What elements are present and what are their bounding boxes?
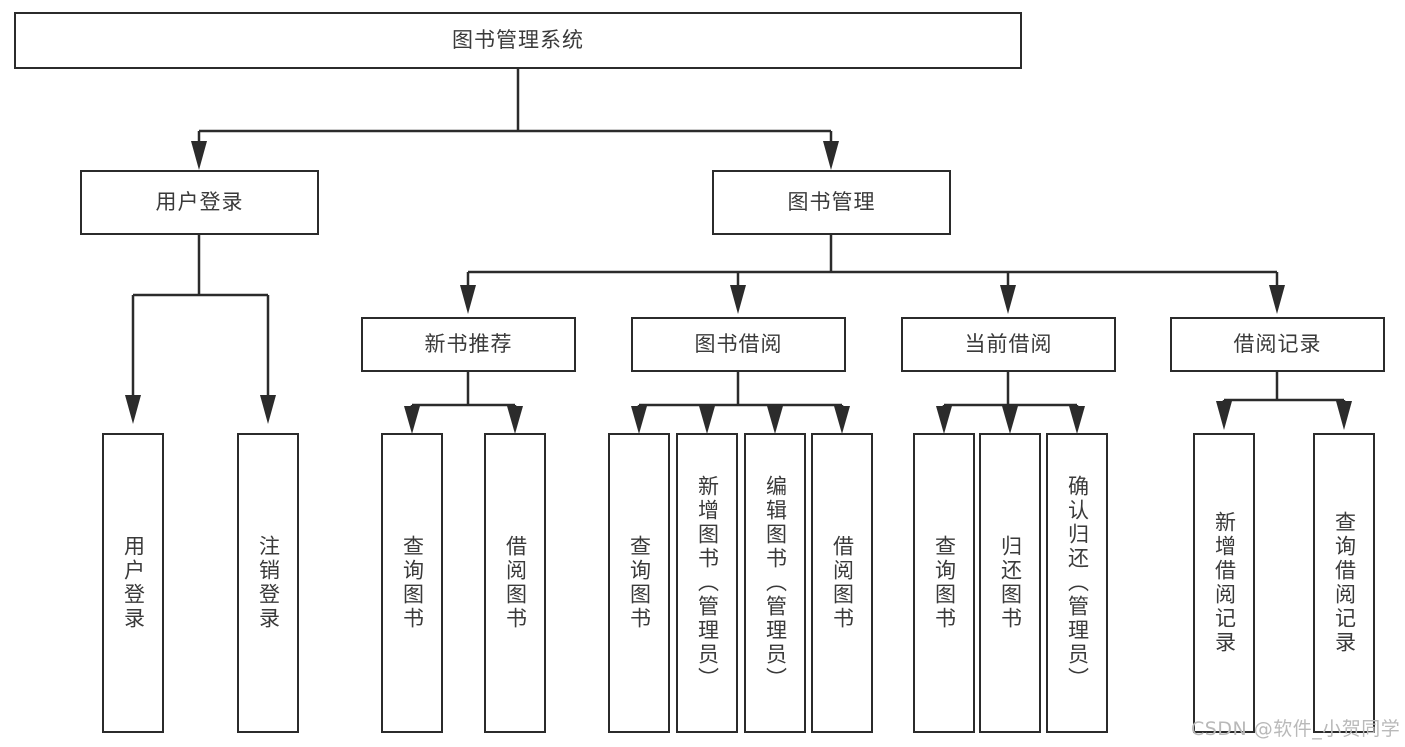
- node-book-management-label: 图书管理: [787, 189, 876, 214]
- node-borrow-record-label: 借阅记录: [1233, 331, 1322, 356]
- leaf-borrow-book-a[interactable]: 借阅图书: [484, 433, 546, 733]
- arrowhead-book-borrow: [730, 285, 746, 314]
- leaf-logout-label: 注销登录: [256, 535, 281, 631]
- arrowhead-book-mgmt: [823, 141, 839, 170]
- leaf-edit-book-label: 编辑图书（管理员）: [763, 475, 788, 691]
- leaf-query-book-b-label: 查询图书: [627, 535, 652, 631]
- csdn-watermark: CSDN @软件_小贺同学: [1191, 718, 1401, 740]
- leaf-add-record-label: 新增借阅记录: [1212, 511, 1237, 655]
- node-root[interactable]: 图书管理系统: [14, 12, 1022, 69]
- arrowhead-leaf-query-book-b: [631, 406, 647, 434]
- arrowhead-leaf-return-book: [1002, 406, 1018, 434]
- arrowhead-leaf-user-login: [125, 395, 141, 424]
- leaf-query-record-label: 查询借阅记录: [1332, 511, 1357, 655]
- leaf-add-book[interactable]: 新增图书（管理员）: [676, 433, 738, 733]
- leaf-query-record[interactable]: 查询借阅记录: [1313, 433, 1375, 733]
- arrowhead-current-borrow: [1000, 285, 1016, 314]
- leaf-return-book-label: 归还图书: [998, 535, 1023, 631]
- leaf-edit-book[interactable]: 编辑图书（管理员）: [744, 433, 806, 733]
- arrowhead-leaf-borrow-book-a: [507, 406, 523, 434]
- leaf-query-book-a-label: 查询图书: [400, 535, 425, 631]
- arrowhead-leaf-confirm-return: [1069, 406, 1085, 434]
- node-new-book-recommend[interactable]: 新书推荐: [361, 317, 576, 372]
- leaf-borrow-book-b[interactable]: 借阅图书: [811, 433, 873, 733]
- leaf-query-book-a[interactable]: 查询图书: [381, 433, 443, 733]
- leaf-return-book[interactable]: 归还图书: [979, 433, 1041, 733]
- node-new-book-recommend-label: 新书推荐: [424, 331, 513, 356]
- node-root-label: 图书管理系统: [452, 27, 584, 52]
- leaf-user-login-label: 用户登录: [121, 535, 146, 631]
- node-user-login[interactable]: 用户登录: [80, 170, 319, 235]
- node-book-management[interactable]: 图书管理: [712, 170, 951, 235]
- leaf-logout[interactable]: 注销登录: [237, 433, 299, 733]
- leaf-add-book-label: 新增图书（管理员）: [695, 475, 720, 691]
- node-user-login-label: 用户登录: [155, 189, 244, 214]
- arrowhead-leaf-query-book-a: [404, 406, 420, 434]
- node-borrow-record[interactable]: 借阅记录: [1170, 317, 1385, 372]
- leaf-user-login[interactable]: 用户登录: [102, 433, 164, 733]
- node-current-borrow[interactable]: 当前借阅: [901, 317, 1116, 372]
- arrowhead-leaf-edit-book: [767, 406, 783, 434]
- arrowhead-leaf-add-record: [1216, 401, 1232, 430]
- leaf-confirm-return-label: 确认归还（管理员）: [1065, 475, 1090, 691]
- arrowhead-leaf-logout: [260, 395, 276, 424]
- arrowhead-leaf-add-book: [699, 406, 715, 434]
- node-current-borrow-label: 当前借阅: [964, 331, 1053, 356]
- node-book-borrow[interactable]: 图书借阅: [631, 317, 846, 372]
- arrowhead-leaf-borrow-book-b: [834, 406, 850, 434]
- leaf-add-record[interactable]: 新增借阅记录: [1193, 433, 1255, 733]
- leaf-borrow-book-b-label: 借阅图书: [830, 535, 855, 631]
- node-book-borrow-label: 图书借阅: [694, 331, 783, 356]
- arrowhead-borrow-record: [1269, 285, 1285, 314]
- leaf-query-book-c[interactable]: 查询图书: [913, 433, 975, 733]
- leaf-query-book-c-label: 查询图书: [932, 535, 957, 631]
- leaf-borrow-book-a-label: 借阅图书: [503, 535, 528, 631]
- leaf-query-book-b[interactable]: 查询图书: [608, 433, 670, 733]
- arrowhead-user-login: [191, 141, 207, 170]
- leaf-confirm-return[interactable]: 确认归还（管理员）: [1046, 433, 1108, 733]
- arrowhead-leaf-query-book-c: [936, 406, 952, 434]
- arrowhead-new-book-rec: [460, 285, 476, 314]
- arrowhead-leaf-query-record: [1336, 401, 1352, 430]
